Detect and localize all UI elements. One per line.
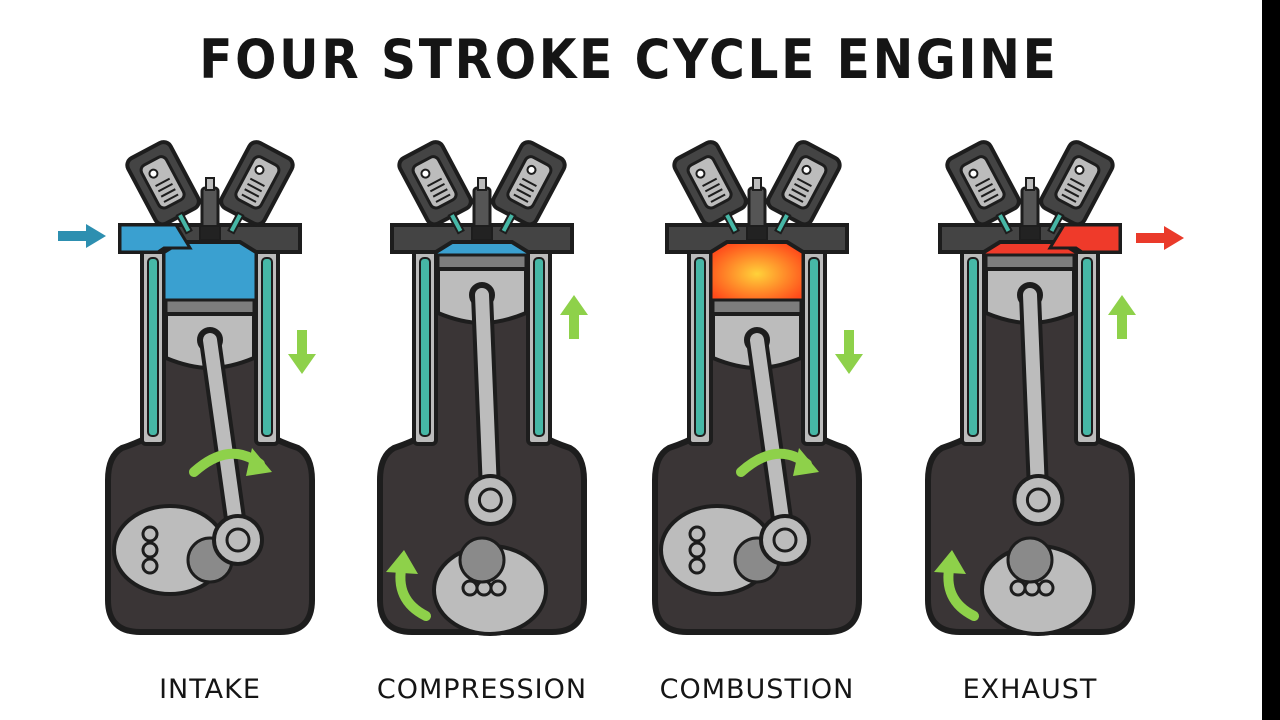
- crank-main-journal: [458, 536, 506, 584]
- piston-motion-down-arrow-icon: [288, 330, 316, 374]
- coolant-channel-left: [694, 257, 706, 437]
- crank-rotation-arrowhead: [793, 448, 819, 476]
- coolant-channel-right: [808, 257, 820, 437]
- spark-plug-base: [471, 225, 493, 241]
- crank-pin: [1025, 487, 1051, 513]
- connecting-rod: [203, 333, 245, 547]
- stroke-label-intake: INTAKE: [159, 674, 261, 705]
- engine-intake: [80, 130, 340, 650]
- crank-rotation-arrowhead: [246, 448, 272, 476]
- exhaust-valve-housing: [219, 140, 295, 235]
- counterweight-hole: [141, 541, 159, 559]
- exhaust-valve-housing: [766, 140, 842, 235]
- engine-illustration: [652, 140, 863, 635]
- piston-rings: [164, 298, 256, 316]
- coolant-channel-right: [533, 257, 545, 437]
- exhaust-port: [1047, 223, 1122, 254]
- right-edge-bar: [1262, 0, 1280, 720]
- spark-plug-tip: [477, 177, 487, 191]
- intake-port: [118, 223, 193, 254]
- counterweight-hole: [688, 557, 706, 575]
- piston-motion-down-arrow-icon: [835, 330, 863, 374]
- counterweight-hole: [688, 525, 706, 543]
- piston-rings: [436, 253, 528, 271]
- coolant-channel-right: [1081, 257, 1093, 437]
- exhaust-valve-housing: [1039, 140, 1115, 235]
- spark-plug-tip: [1025, 177, 1035, 191]
- piston-motion-up-arrow-icon: [560, 295, 588, 339]
- stroke-label-exhaust: EXHAUST: [962, 674, 1098, 705]
- spark-plug-tip: [205, 177, 215, 191]
- intake-valve-housing: [945, 140, 1021, 235]
- intake-valve-housing: [397, 140, 473, 235]
- spark-plug-base: [199, 225, 221, 241]
- counterweight-hole: [141, 525, 159, 543]
- connecting-rod: [750, 333, 792, 547]
- counterweight-hole: [141, 557, 159, 575]
- crank-pin: [772, 527, 798, 553]
- engine-illustration: [925, 140, 1136, 636]
- spark-plug-tip: [752, 177, 762, 191]
- piston-motion-up-arrow-icon: [1108, 295, 1136, 339]
- crank-main-journal: [1006, 536, 1054, 584]
- counterweight-hole: [1037, 579, 1055, 597]
- connecting-rod: [475, 288, 498, 507]
- connecting-rod: [1023, 288, 1046, 507]
- combustion-chamber: [709, 240, 805, 302]
- engine-illustration: [377, 140, 588, 636]
- counterweight-hole: [489, 579, 507, 597]
- coolant-channel-right: [261, 257, 273, 437]
- piston-rings: [711, 298, 803, 316]
- spark-plug-base: [746, 225, 768, 241]
- coolant-channel-left: [147, 257, 159, 437]
- crank-pin: [477, 487, 503, 513]
- spark-plug: [1020, 186, 1040, 230]
- counterweight-hole: [461, 579, 479, 597]
- stroke-label-compression: COMPRESSION: [376, 674, 588, 705]
- intake-valve-housing: [672, 140, 748, 235]
- spark-plug: [747, 186, 767, 230]
- engine-exhaust: [900, 130, 1160, 650]
- engine-combustion: [627, 130, 887, 650]
- spark-plug-base: [1019, 225, 1041, 241]
- exhaust-flow-arrow-icon: [1136, 226, 1184, 250]
- exhaust-valve-housing: [491, 140, 567, 235]
- intake-valve-housing: [125, 140, 201, 235]
- counterweight-hole: [688, 541, 706, 559]
- engine-compression: [352, 130, 612, 650]
- coolant-channel-left: [419, 257, 431, 437]
- crank-rotation-arrowhead: [934, 550, 966, 574]
- counterweight-hole: [1009, 579, 1027, 597]
- crank-pin: [225, 527, 251, 553]
- intake-flow-arrow-icon: [58, 224, 106, 248]
- combustion-chamber: [162, 240, 258, 302]
- stroke-label-combustion: COMBUSTION: [659, 674, 855, 705]
- diagram-title: FOUR STROKE CYCLE ENGINE: [199, 28, 1059, 91]
- crank-rotation-arrowhead: [386, 550, 418, 574]
- engine-illustration: [105, 140, 316, 635]
- piston-rings: [984, 253, 1076, 271]
- coolant-channel-left: [967, 257, 979, 437]
- spark-plug: [200, 186, 220, 230]
- spark-plug: [472, 186, 492, 230]
